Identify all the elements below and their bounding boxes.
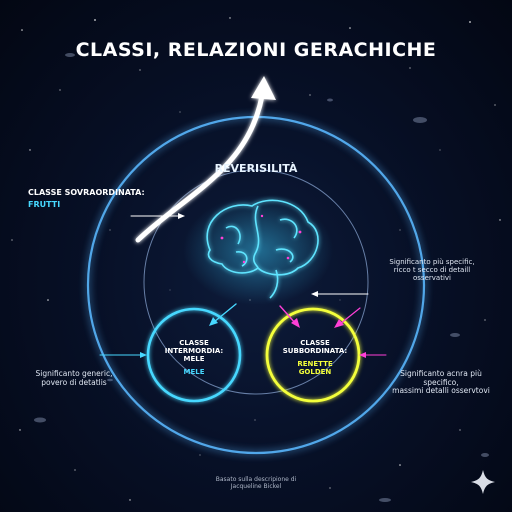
credit-line1: Basato sulla descripione di <box>215 476 297 483</box>
right-top-note: Significanto più specific, ricco t secco… <box>372 258 492 282</box>
intermediate-label-line2: INTERMORDIA: <box>164 347 224 356</box>
subordinate-label-line2: SUBBORDINATA: <box>282 347 348 356</box>
right-bottom-note-line2: massimi detalli osservtovi <box>392 386 490 396</box>
intermediate-class-value: MELE <box>183 368 205 376</box>
left-bottom-note-line1: Significanto generic, <box>35 369 113 378</box>
page-title: CLASSI, RELAZIONI GERACHICHE <box>75 39 437 61</box>
right-bottom-note-line1: Significanto acnra più specifico, <box>400 369 482 387</box>
intermediate-label-line3: MELE <box>183 355 205 364</box>
superordinate-class-label: CLASSE SOVRAORDINATA: <box>28 188 145 197</box>
superordinate-class-value: FRUTTI <box>28 200 61 209</box>
left-bottom-note-line2: povero di detatlis <box>41 377 107 387</box>
credit-line2: Jacqueline Bickel <box>230 482 282 490</box>
intermediate-class-label: CLASSE INTERMORDIA: MELE <box>160 339 228 363</box>
subordinate-class-label: CLASSE SUBBORDINATA: <box>275 339 355 355</box>
subordinate-value-line2: GOLDEN <box>298 368 332 377</box>
sparkle-icon <box>471 470 495 494</box>
right-top-note-line2: ricco t secco di detaill <box>393 266 471 275</box>
right-bottom-note: Significanto acnra più specifico, massim… <box>382 369 500 396</box>
subordinate-label-line1: CLASSE <box>300 339 330 347</box>
up-arrow-icon <box>135 76 276 243</box>
subordinate-class-value: RENETTE GOLDEN <box>275 360 355 376</box>
connector-arrows <box>99 213 387 358</box>
left-bottom-note: Significanto generic, povero di detatlis <box>14 369 134 387</box>
right-top-note-line3: osservativi <box>413 274 451 283</box>
reversibility-label: REVERISILITÀ <box>214 162 298 175</box>
intermediate-class-circle <box>146 307 242 403</box>
brain-icon <box>183 195 333 305</box>
right-top-note-line1: Significanto più specific, <box>389 258 475 266</box>
intermediate-label-line1: CLASSE <box>179 339 209 347</box>
subordinate-value-line1: RENETTE <box>297 360 333 368</box>
credit-text: Basato sulla descripione di Jacqueline B… <box>196 476 316 491</box>
inner-ring <box>143 169 369 395</box>
